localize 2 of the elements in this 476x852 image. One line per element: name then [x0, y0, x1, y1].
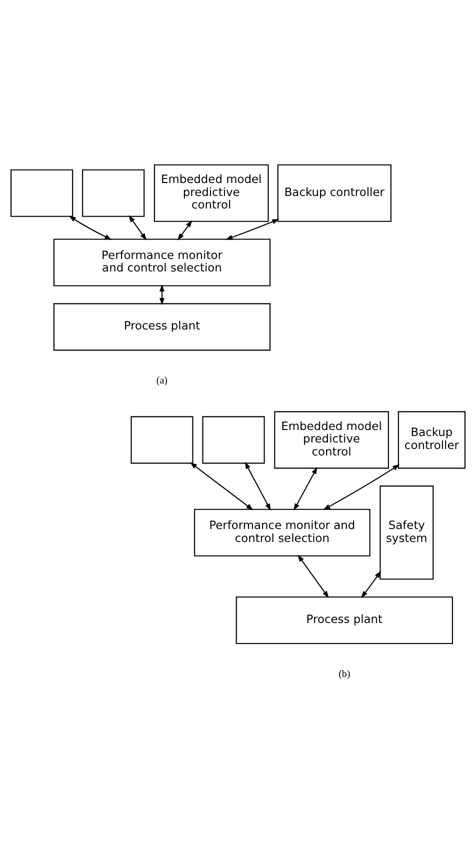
label: (b): [338, 668, 350, 680]
label: (a): [156, 376, 168, 387]
